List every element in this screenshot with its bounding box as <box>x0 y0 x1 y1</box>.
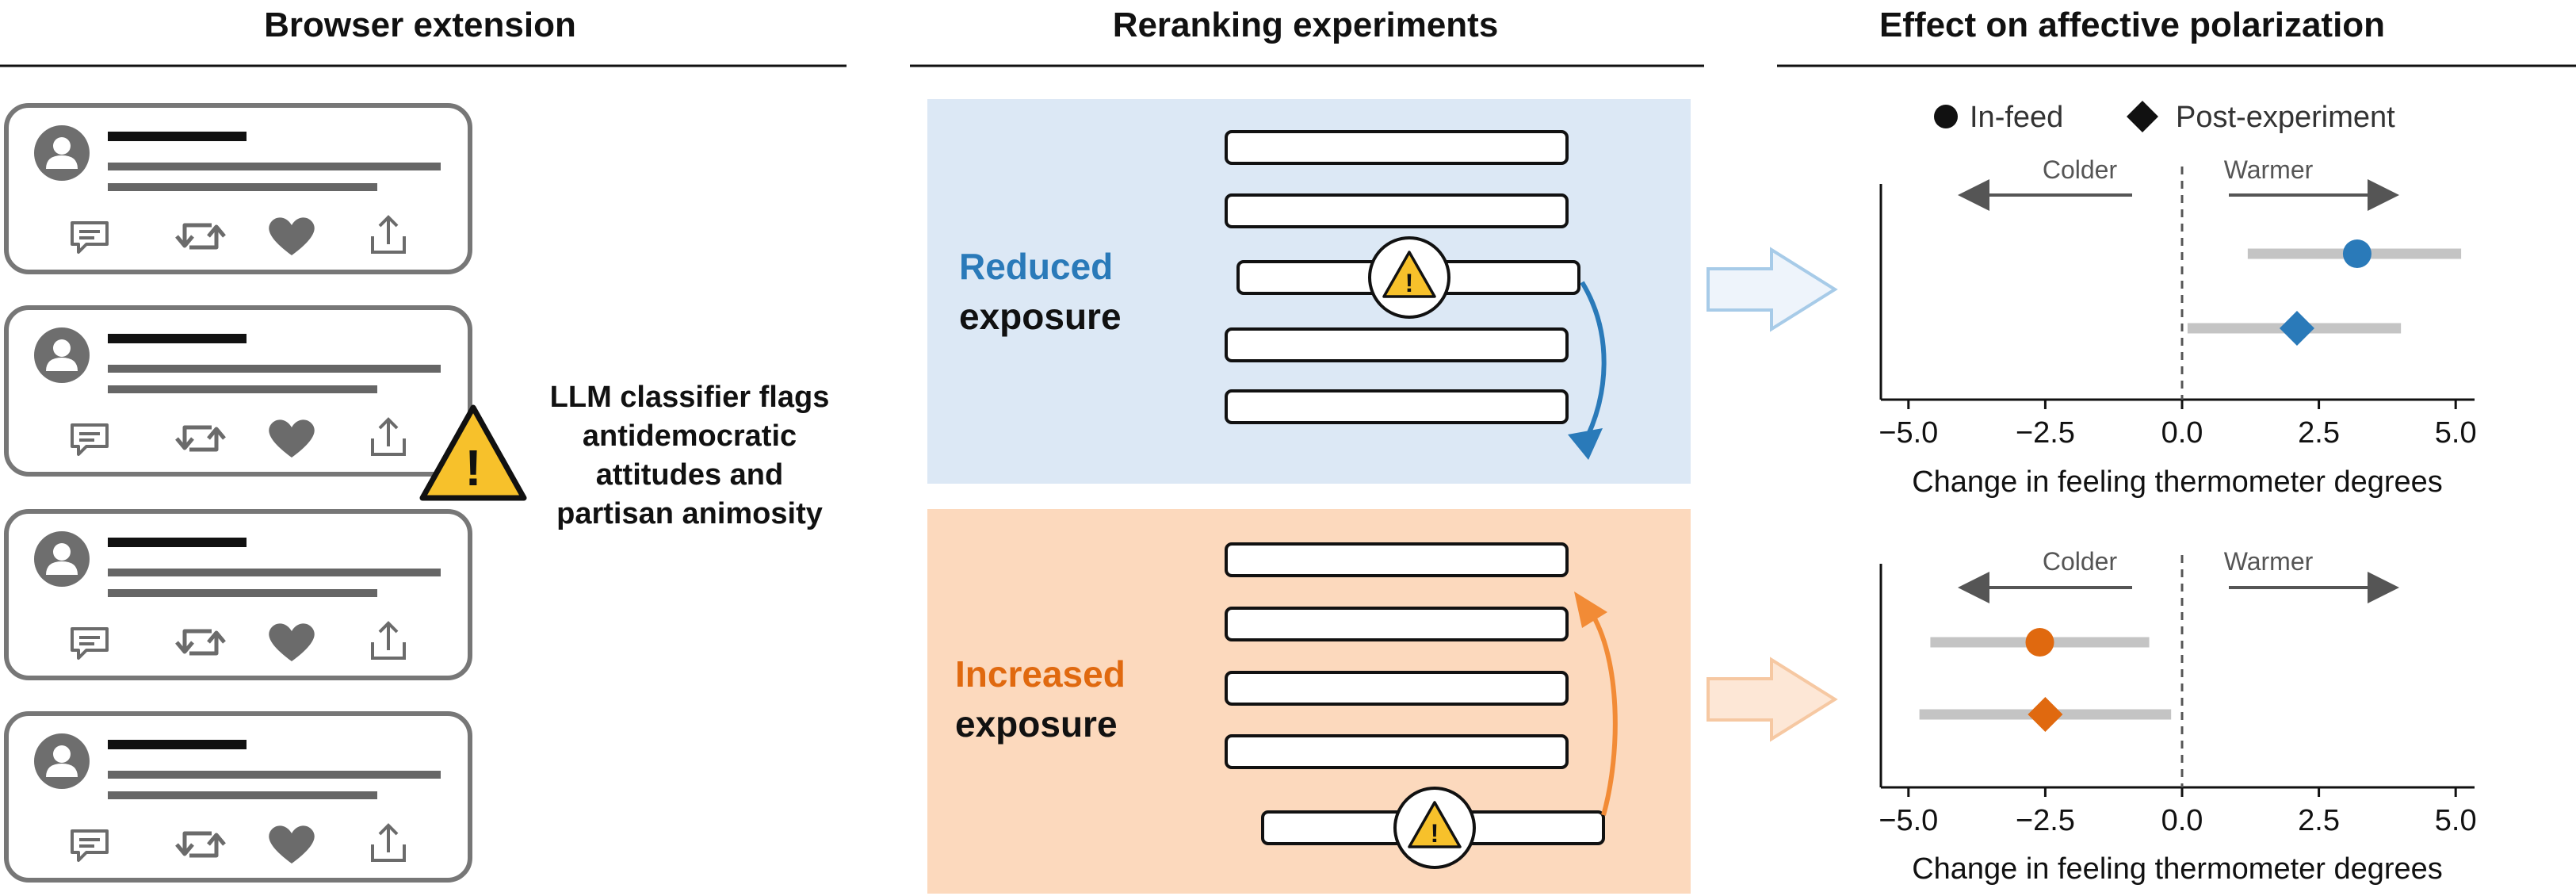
x-axis-title: Change in feeling thermometer degrees <box>1912 852 2443 886</box>
classifier-line-4: partisan animosity <box>556 497 823 530</box>
classifier-text: LLM classifier flags antidemocratic atti… <box>550 381 830 530</box>
post-card-1 <box>6 105 470 272</box>
colder-label: Colder <box>2043 547 2118 576</box>
move-up-arrowhead <box>1574 592 1607 628</box>
colder-label: Colder <box>2043 155 2118 184</box>
classifier-line-2: antidemocratic <box>583 419 797 453</box>
header-effect-on-polarization: Effect on affective polarization <box>1879 6 2385 44</box>
legend: In-feed Post-experiment <box>1934 101 2395 134</box>
feed-slot <box>1225 130 1569 165</box>
feed-slot <box>1225 671 1569 706</box>
x-tick-label: 5.0 <box>2435 804 2477 837</box>
feed-slot <box>1225 193 1569 228</box>
increased-feed-stack <box>1225 542 1605 845</box>
warning-icon <box>1368 236 1450 319</box>
header-browser-extension: Browser extension <box>264 6 576 44</box>
chart-increased-effect: Colder Warmer Change in feeling thermome… <box>1878 547 2476 886</box>
x-tick-label: −5.0 <box>1878 416 1938 450</box>
x-tick-label: 0.0 <box>2161 416 2203 450</box>
reduced-label: Reduced <box>959 246 1113 287</box>
feed-slot <box>1225 607 1569 641</box>
classifier-line-3: attitudes and <box>596 458 783 492</box>
post-card-4 <box>6 714 470 880</box>
move-up-arrow <box>1588 609 1618 816</box>
feed-slot <box>1225 389 1569 424</box>
x-tick-label: −2.5 <box>2016 804 2075 837</box>
post-card-3 <box>6 511 470 678</box>
feed-slot <box>1225 327 1569 362</box>
header-reranking-experiments: Reranking experiments <box>1113 6 1499 44</box>
legend-circle-marker <box>1934 105 1958 128</box>
x-tick-label: −2.5 <box>2016 416 2075 450</box>
x-tick-label: −5.0 <box>1878 804 1938 837</box>
x-tick-label: 5.0 <box>2435 416 2477 450</box>
feed-slot <box>1225 542 1569 577</box>
feed-slot <box>1225 734 1569 769</box>
post-experiment-point <box>2279 311 2314 346</box>
legend-post-experiment: Post-experiment <box>2176 101 2395 134</box>
move-down-arrowhead <box>1568 428 1603 460</box>
post-card-2 <box>6 308 470 474</box>
x-tick-label: 2.5 <box>2298 804 2340 837</box>
increased-label: Increased <box>955 653 1126 695</box>
move-down-arrow <box>1580 281 1607 446</box>
warmer-label: Warmer <box>2224 547 2314 576</box>
warning-icon <box>1393 787 1476 869</box>
reduced-feed-stack <box>1225 130 1580 424</box>
legend-diamond-marker <box>2127 101 2158 132</box>
reduced-result-arrow <box>1707 248 1836 331</box>
x-tick-label: 0.0 <box>2161 804 2203 837</box>
in-feed-point <box>2342 239 2372 268</box>
legend-in-feed: In-feed <box>1970 101 2063 134</box>
warmer-label: Warmer <box>2224 155 2314 184</box>
chart-reduced-effect: Colder Warmer Change in feeling thermome… <box>1878 155 2476 499</box>
in-feed-point <box>2025 628 2054 657</box>
x-axis-title: Change in feeling thermometer degrees <box>1912 465 2443 499</box>
increased-result-arrow <box>1707 658 1836 741</box>
reduced-exposure-label: exposure <box>959 296 1122 337</box>
classifier-line-1: LLM classifier flags <box>550 381 830 414</box>
increased-exposure-label: exposure <box>955 703 1118 745</box>
x-tick-label: 2.5 <box>2298 416 2340 450</box>
post-experiment-point <box>2028 697 2063 732</box>
